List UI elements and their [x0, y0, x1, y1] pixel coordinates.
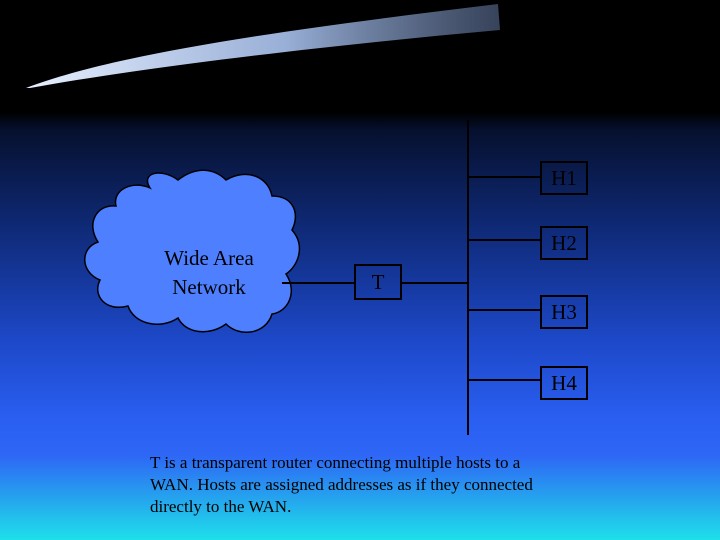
wan-cloud-label-line-2: Network — [172, 275, 246, 299]
diagram-caption: T is a transparent router connecting mul… — [150, 453, 533, 516]
wan-cloud-label: Wide Area Network — [148, 244, 270, 302]
host-h2-box: H2 — [540, 226, 588, 260]
comet-streak-decoration — [26, 4, 500, 88]
wan-cloud-label-line-1: Wide Area — [164, 246, 254, 270]
host-h3-box: H3 — [540, 295, 588, 329]
router-t-box: T — [354, 264, 402, 300]
wan-cloud-shape — [84, 169, 301, 333]
host-h4-box: H4 — [540, 366, 588, 400]
host-h1-box: H1 — [540, 161, 588, 195]
